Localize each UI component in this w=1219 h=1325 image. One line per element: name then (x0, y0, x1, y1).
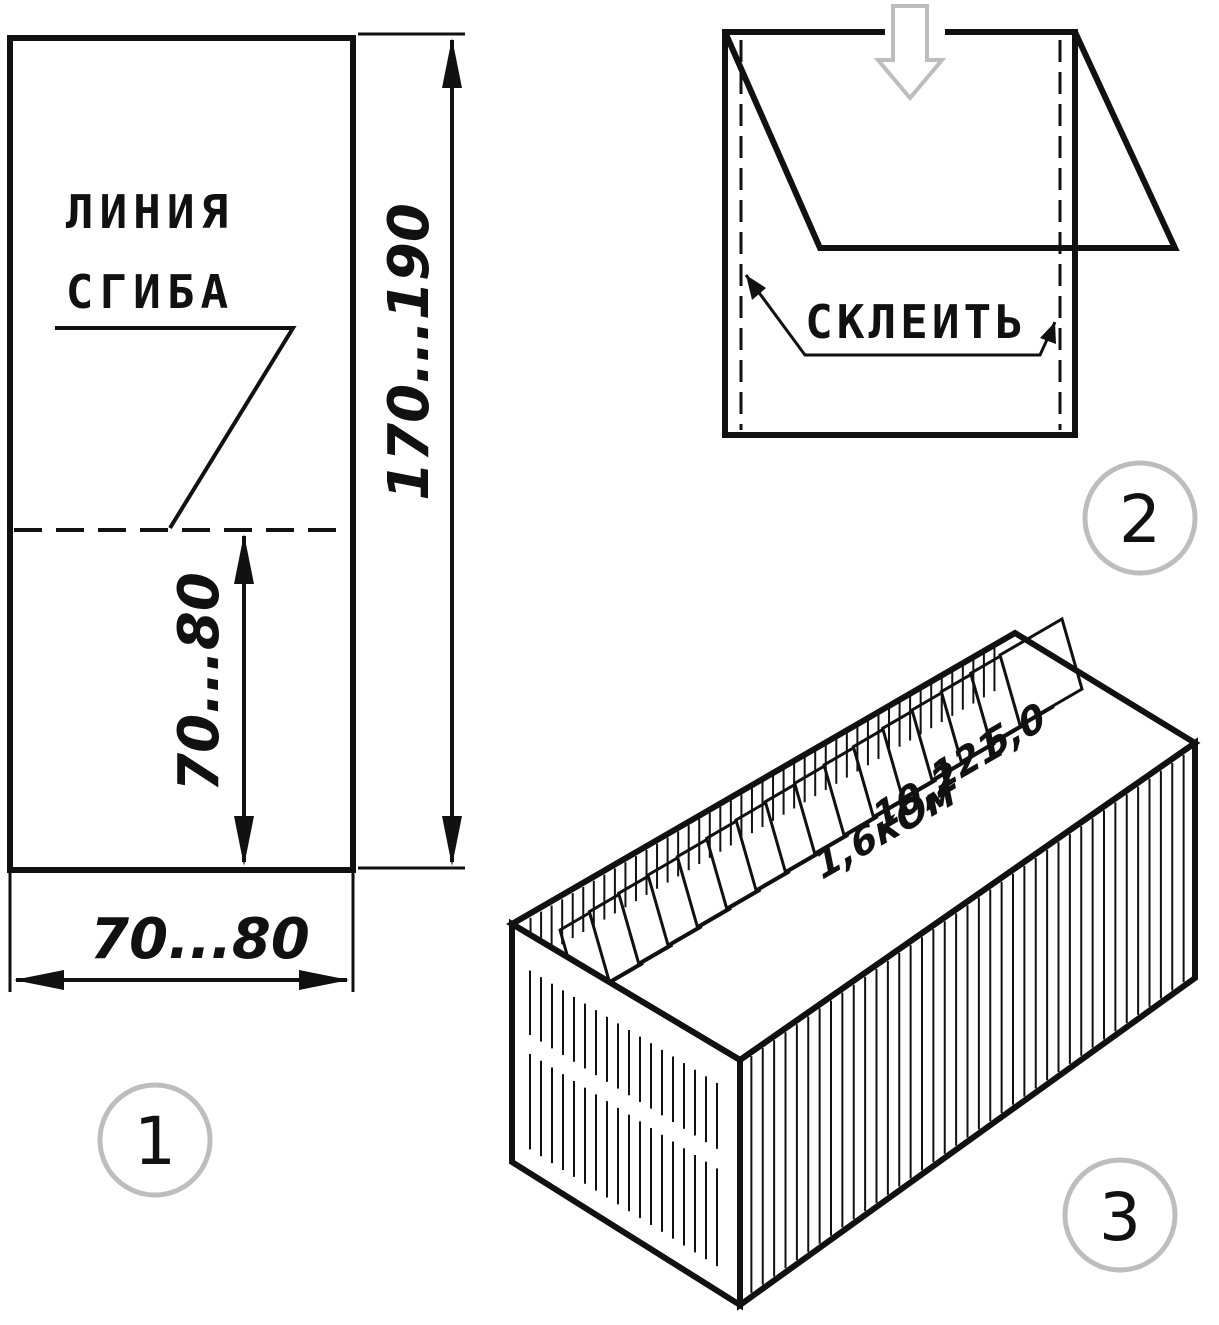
envelope-flap (722, 30, 1180, 251)
figure-1-arrowheads (14, 38, 462, 990)
arrowhead-top-total (442, 38, 462, 88)
glue-label: СКЛЕИТЬ (805, 295, 1027, 349)
arrowhead-bottom-folded (234, 816, 254, 866)
glue-label-bg (802, 292, 1030, 348)
figure-1-number-circle (97, 1082, 213, 1198)
glue-arrowhead-right (1040, 322, 1056, 344)
total-height-label: 170...190 (377, 203, 442, 501)
box-end-hatching (529, 970, 718, 1267)
envelope-back-left (722, 29, 1078, 438)
arrowhead-top-folded (234, 534, 254, 584)
figure-2-envelope (722, 29, 1180, 438)
figure-3-box (506, 616, 1201, 1311)
fold-label-line1: ЛИНИЯ (66, 185, 234, 239)
arrowhead-left-width (14, 970, 64, 990)
sheet-outline (7, 35, 356, 873)
figure-1-blank-sheet (7, 32, 465, 992)
arrowhead-bottom-total (442, 816, 462, 866)
arrowhead-right-width (299, 970, 349, 990)
card-stack (558, 616, 1084, 1003)
figure-1-number: 1 (134, 1103, 176, 1180)
glue-leader-left (744, 274, 1020, 357)
insert-arrow-icon (873, 4, 947, 102)
fold-label-leader (55, 326, 297, 530)
width-label: 70...80 (90, 907, 310, 972)
stacked-card (998, 616, 1084, 728)
figure-3-number: 3 (1099, 1179, 1141, 1256)
box-far-wall (529, 646, 996, 963)
figure-2-number: 2 (1119, 481, 1161, 558)
box-front-ribs (750, 754, 1185, 1293)
figure-2-number-circle (1082, 460, 1198, 576)
figure-3-number-circle (1062, 1157, 1178, 1273)
folded-height-label: 70...80 (167, 572, 232, 792)
glue-arrowhead-left (746, 275, 766, 300)
fold-label-line2: СГИБА (66, 265, 234, 319)
